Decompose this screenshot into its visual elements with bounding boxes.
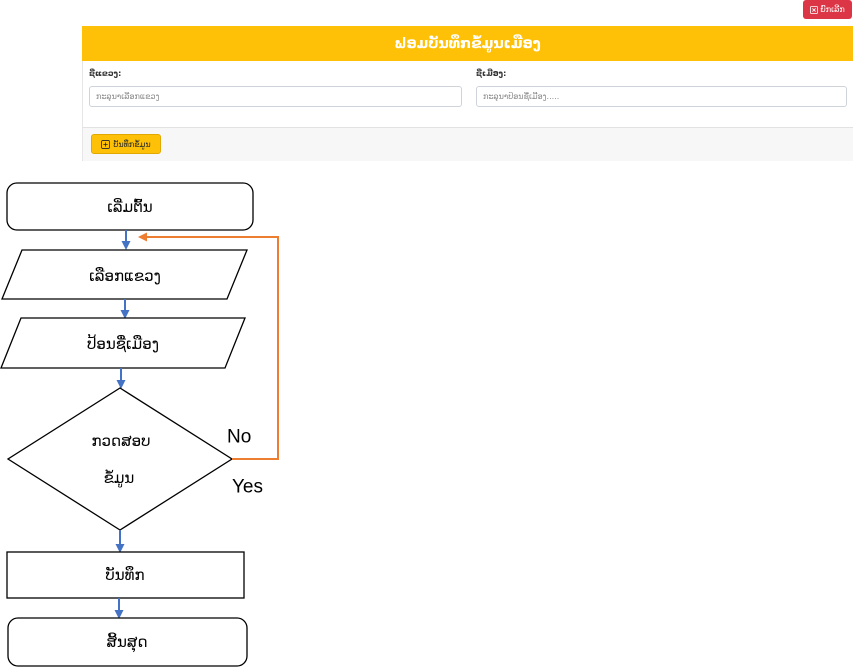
check-data-text-line2: ຂໍ້ມູນ (104, 468, 135, 488)
save-data-button-label: ບັນທຶກຂໍ້ມູນ (113, 139, 151, 149)
province-input[interactable] (89, 86, 462, 107)
save-process (6, 551, 245, 599)
check-data-text-line1: ກວດສອບ (92, 432, 151, 450)
cancel-button-label: ຍົກເລີກ (820, 5, 845, 14)
close-square-icon (810, 5, 819, 14)
end-terminal (7, 617, 248, 667)
select-province-text: ເລືອກແຂວງ (89, 266, 161, 285)
enter-district-input-shape (0, 317, 246, 369)
form-body: ຊື່ແຂວງ: ຊື່ເມືອງ: (82, 61, 853, 127)
enter-district-text: ປ້ອນຊື່ເມືອງ (87, 332, 159, 353)
no-branch-label: No (227, 427, 251, 448)
flowchart-diagram: ເລີ່ມຕົ້ນ ເລືອກແຂວງ ປ້ອນຊື່ເມືອງ ກວດສອບ … (0, 182, 279, 667)
cancel-button[interactable]: ຍົກເລີກ (803, 0, 852, 19)
form-footer: ບັນທຶກຂໍ້ມູນ (82, 127, 853, 161)
end-text: ສິ້ນສຸດ (106, 632, 147, 653)
start-terminal (6, 182, 254, 231)
form-header: ຟອມບັນທຶກຂໍ້ມູນເມືອງ (82, 26, 853, 61)
select-province-input-shape (1, 249, 248, 300)
district-form-card: ຟອມບັນທຶກຂໍ້ມູນເມືອງ ຊື່ແຂວງ: ຊື່ເມືອງ: … (82, 26, 853, 161)
yes-branch-label: Yes (232, 477, 263, 498)
check-data-decision (6, 387, 234, 531)
save-data-button[interactable]: ບັນທຶກຂໍ້ມູນ (91, 134, 161, 154)
start-text: ເລີ່ມຕົ້ນ (107, 197, 152, 216)
district-label: ຊື່ເມືອງ: (476, 69, 507, 78)
plus-square-icon (101, 139, 111, 149)
province-label: ຊື່ແຂວງ: (89, 69, 122, 78)
arrow-no-loop-back (138, 232, 279, 460)
form-title: ຟອມບັນທຶກຂໍ້ມູນເມືອງ (394, 35, 541, 52)
district-input[interactable] (476, 86, 847, 107)
save-process-text: ບັນທຶກ (105, 565, 144, 584)
